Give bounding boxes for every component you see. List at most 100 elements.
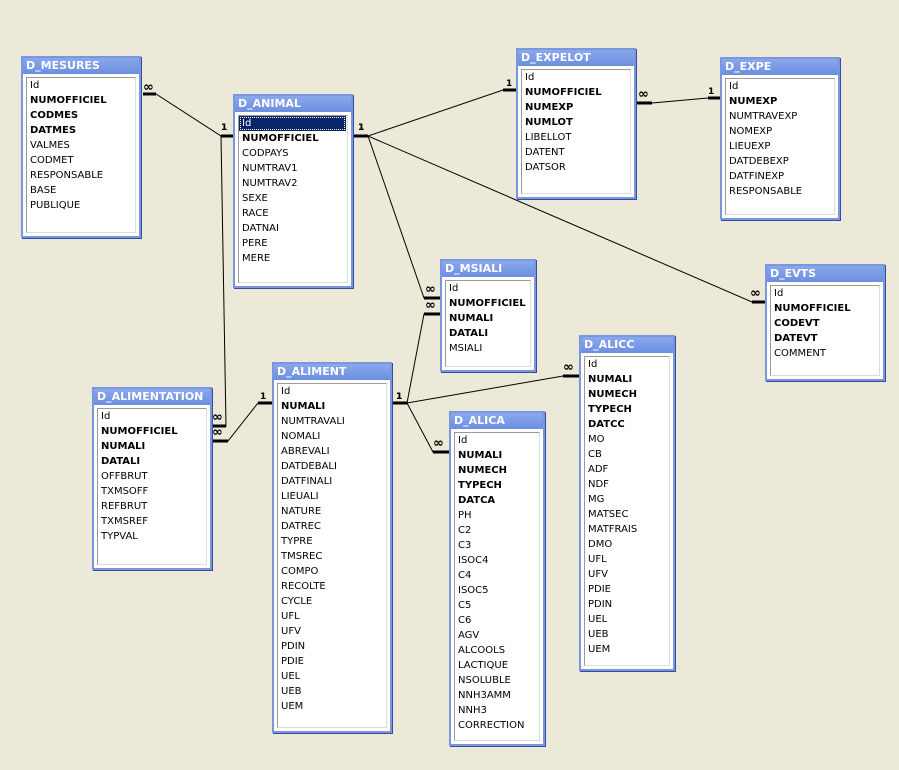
field-item[interactable]: NUMOFFICIEL [242,133,319,144]
field-item[interactable]: NUMALI [588,374,633,385]
field-item[interactable]: DATALI [101,456,141,467]
field-item[interactable]: Id [101,411,111,422]
field-item[interactable]: DATDEBEXP [729,156,789,167]
field-item[interactable]: TYPVAL [101,531,138,542]
field-item[interactable]: MG [588,494,605,505]
relation-line-aliment-alicc[interactable] [392,375,579,404]
field-item[interactable]: SEXE [242,193,268,204]
relation-line-animal-expelot[interactable] [353,89,516,137]
field-item[interactable]: MERE [242,253,271,264]
field-item[interactable]: Id [30,80,40,91]
field-item[interactable]: NUMALI [281,401,326,412]
field-item[interactable]: LIBELLOT [525,132,572,143]
field-item[interactable]: MATSEC [588,509,629,520]
field-item[interactable]: NUMTRAVALI [281,416,345,427]
field-item[interactable]: BASE [30,185,57,196]
field-item[interactable]: PDIN [281,641,306,652]
field-item[interactable]: UFV [588,569,608,580]
field-item[interactable]: NATURE [281,506,322,517]
field-item[interactable]: DATDEBALI [281,461,337,472]
field-item[interactable]: Id [729,81,739,92]
table-title[interactable]: D_ALICC [581,337,673,353]
field-item[interactable]: PDIE [281,656,304,667]
field-item[interactable]: ALCOOLS [458,645,506,656]
field-item[interactable]: LACTIQUE [458,660,509,671]
table-title[interactable]: D_MSIALI [442,261,534,277]
field-item[interactable]: AGV [458,630,480,641]
field-item[interactable]: CYCLE [281,596,313,607]
field-item[interactable]: RECOLTE [281,581,326,592]
field-item[interactable]: NUMALI [101,441,146,452]
field-item[interactable]: NNH3AMM [458,690,511,701]
field-item[interactable]: PH [458,510,472,521]
field-item[interactable]: NUMTRAVEXP [729,111,798,122]
relation-line-aliment-msiali[interactable] [392,313,440,404]
field-item[interactable]: RACE [242,208,269,219]
field-item[interactable]: LIEUALI [281,491,319,502]
relation-line-animal-msiali[interactable] [353,135,440,299]
field-item[interactable]: NUMOFFICIEL [449,298,526,309]
field-item[interactable]: RESPONSABLE [729,186,803,197]
field-item[interactable]: UEL [588,614,608,625]
field-item[interactable]: NUMOFFICIEL [525,87,602,98]
field-item[interactable]: CODMES [30,110,79,121]
field-item[interactable]: CB [588,449,602,460]
field-item[interactable]: DATSOR [525,162,566,173]
field-item[interactable]: NUMOFFICIEL [101,426,178,437]
field-item[interactable]: ISOC5 [458,585,489,596]
field-item[interactable]: DATREC [281,521,321,532]
field-item[interactable]: TMSREC [281,551,323,562]
field-item[interactable]: Id [525,72,535,83]
field-item[interactable]: C3 [458,540,472,551]
field-item[interactable]: DATALI [449,328,489,339]
table-title[interactable]: D_EXPE [722,59,838,75]
table-title[interactable]: D_ALIMENT [274,364,390,380]
table-title[interactable]: D_EVTS [767,266,883,282]
field-item[interactable]: MSIALI [449,343,483,354]
field-item[interactable]: LIEUEXP [729,141,771,152]
field-item[interactable]: UFL [588,554,607,565]
field-item[interactable]: UEM [281,701,304,712]
field-item[interactable]: DATEVT [774,333,818,344]
field-item[interactable]: NDF [588,479,609,490]
field-item[interactable]: C4 [458,570,472,581]
field-item[interactable]: NNH3 [458,705,487,716]
field-item[interactable]: NUMEXP [525,102,574,113]
field-item[interactable]: DATCC [588,419,625,430]
field-item[interactable]: MO [588,434,605,445]
field-item[interactable]: RESPONSABLE [30,170,104,181]
field-item[interactable]: PUBLIQUE [30,200,81,211]
field-item[interactable]: DATMES [30,125,77,136]
field-item[interactable]: NUMALI [458,450,503,461]
field-item[interactable]: ISOC4 [458,555,489,566]
field-item[interactable]: PERE [242,238,268,249]
field-item[interactable]: DATFINEXP [729,171,785,182]
field-item[interactable]: MATFRAIS [588,524,638,535]
field-item[interactable]: UEB [281,686,302,697]
table-title[interactable]: D_EXPELOT [518,50,634,66]
field-item[interactable]: NOMEXP [729,126,773,137]
field-item[interactable]: NUMECH [458,465,507,476]
field-item[interactable]: TXMSREF [101,516,148,527]
field-item[interactable]: NSOLUBLE [458,675,511,686]
field-item[interactable]: NUMOFFICIEL [774,303,851,314]
field-item[interactable]: UEM [588,644,611,655]
field-item[interactable]: OFFBRUT [101,471,148,482]
relation-line-animal-alimentation[interactable] [212,135,233,427]
relation-line-mesures-animal[interactable] [143,93,233,137]
field-item[interactable]: PDIE [588,584,611,595]
field-item[interactable]: TYPRE [281,536,313,547]
field-item[interactable]: DMO [588,539,613,550]
